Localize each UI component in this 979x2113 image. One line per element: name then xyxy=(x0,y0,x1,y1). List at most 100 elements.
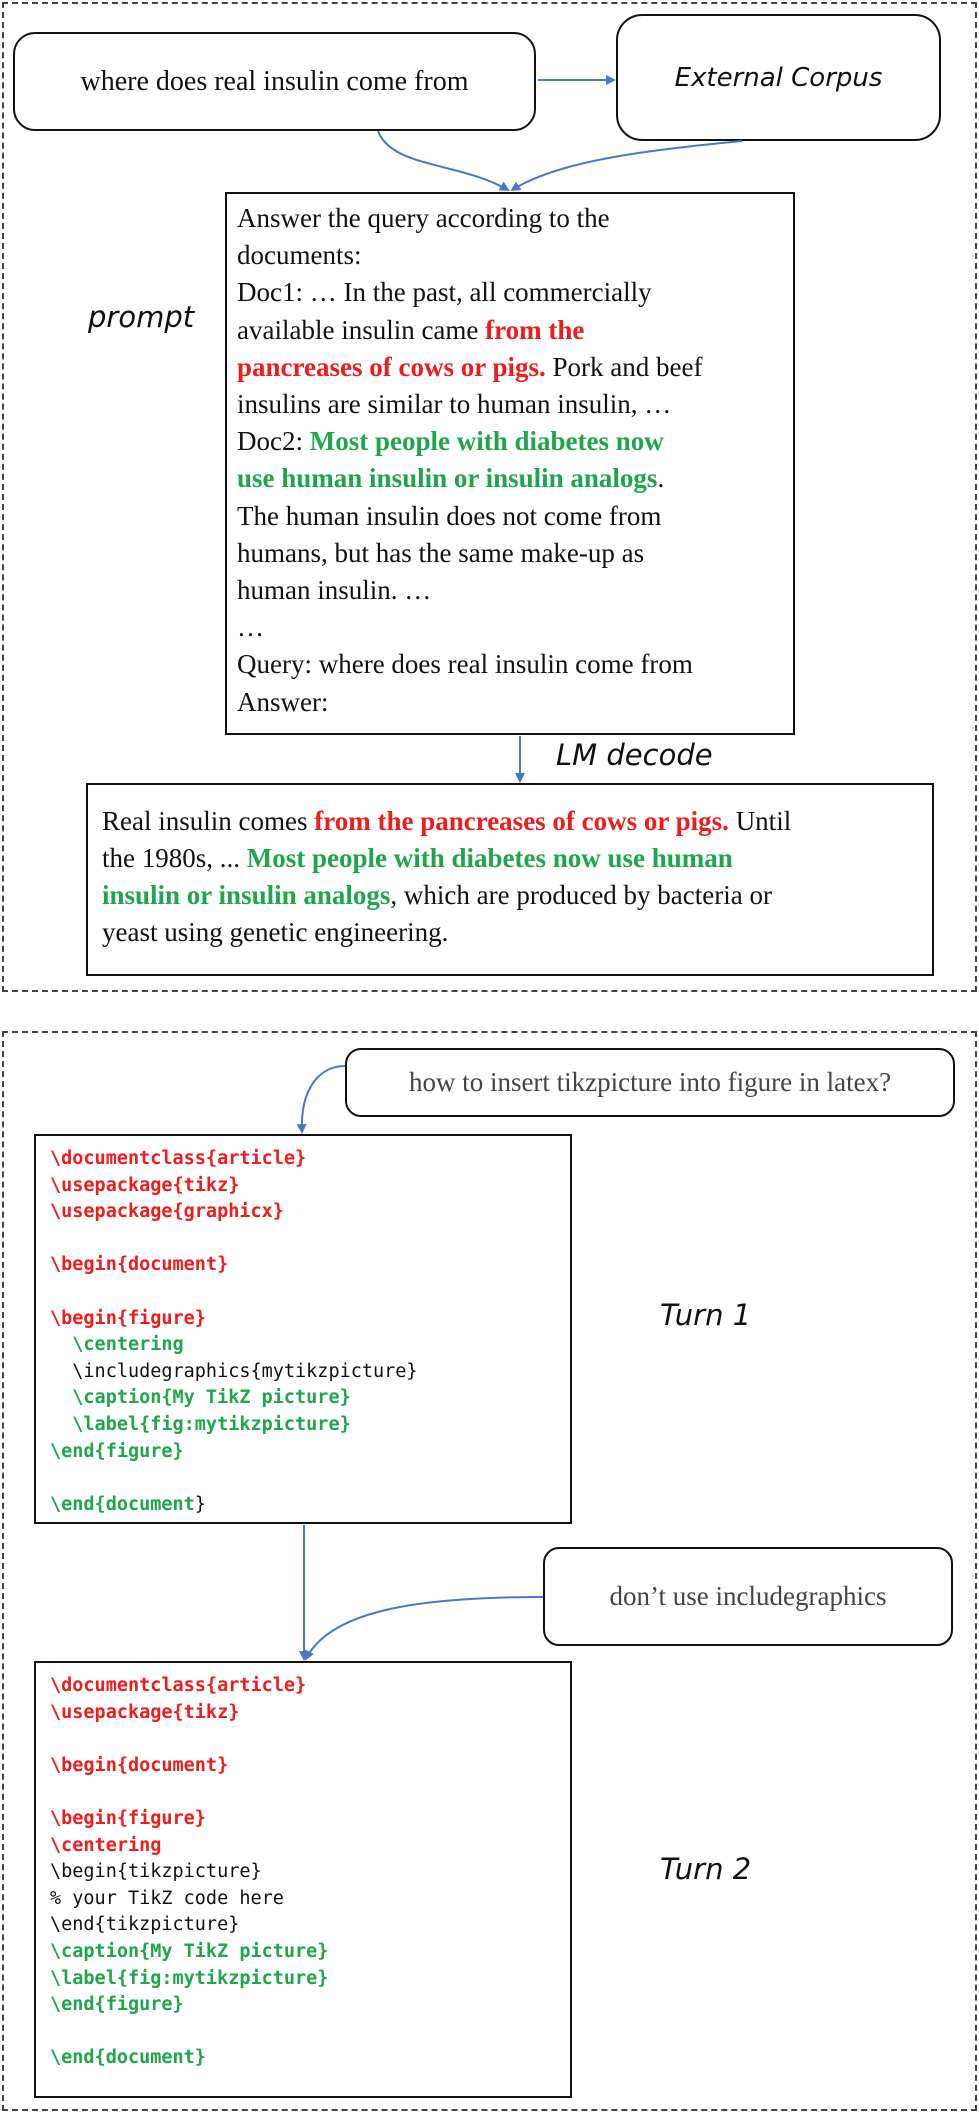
text-segment: \label{fig:mytikzpicture} xyxy=(50,1967,329,1989)
text-segment: \end{figure} xyxy=(50,1994,184,2016)
code-line: \usepackage{graphicx} xyxy=(50,1199,418,1226)
answer-line: the 1980s, ... Most people with diabetes… xyxy=(102,840,791,877)
code-line: \end{figure} xyxy=(50,1992,328,2019)
text-segment: the 1980s, ... xyxy=(102,843,247,873)
text-segment: } xyxy=(194,1493,206,1515)
text-segment: Pork and beef xyxy=(545,351,703,382)
code-line: \end{document} xyxy=(50,1492,418,1519)
text-segment: \documentclass{article} xyxy=(50,1675,307,1696)
arrow-query-to-prompt xyxy=(377,130,510,192)
text-segment: yeast using genetic engineering. xyxy=(102,917,449,947)
turn2-label: Turn 2 xyxy=(660,1852,752,1886)
text-segment: insulin or insulin analogs xyxy=(102,880,391,910)
text-segment: use human insulin or insulin analogs xyxy=(237,463,658,494)
text-segment: . xyxy=(657,463,665,494)
turn1-label: Turn 1 xyxy=(660,1298,752,1332)
code-line: \end{tikzpicture} xyxy=(50,1912,328,1939)
text-segment: , which are produced by bacteria or xyxy=(390,880,772,910)
prompt-line: human insulin. … xyxy=(237,572,787,609)
code-line: \begin{figure} xyxy=(50,1806,328,1833)
text-segment: Answer: xyxy=(237,686,329,717)
code-box-turn2: \documentclass{article} \usepackage{tikz}… xyxy=(34,1661,572,2098)
code-line: \usepackage{tikz} xyxy=(50,1173,418,1200)
text-segment: Answer the query according to the xyxy=(237,203,610,233)
answer-line: Real insulin comes from the pancreases o… xyxy=(102,803,791,840)
text-segment: \centering xyxy=(50,1334,184,1356)
text-segment: \begin{document} xyxy=(50,1754,229,1776)
text-segment: pancreases of cows or pigs. xyxy=(237,351,546,382)
prompt-line: pancreases of cows or pigs. Pork and bee… xyxy=(237,349,787,386)
answer-line: insulin or insulin analogs, which are pr… xyxy=(102,877,791,914)
code-line: \caption{My TikZ picture} xyxy=(50,1385,418,1412)
prompt-line: use human insulin or insulin analogs. xyxy=(237,460,787,497)
code-turn2: \documentclass{article} \usepackage{tikz}… xyxy=(50,1673,328,2072)
code-line: \includegraphics{mytikzpicture} xyxy=(50,1359,417,1386)
question1-box: how to insert tikzpicture into figure in… xyxy=(345,1048,955,1117)
code-line: \label{fig:mytikzpicture} xyxy=(50,1412,418,1439)
text-segment: \end{document xyxy=(50,1493,195,1515)
text-segment: \label{fig:mytikzpicture} xyxy=(50,1413,351,1435)
code-line: \begin{figure} xyxy=(50,1306,418,1333)
text-segment: \begin{tikzpicture} xyxy=(50,1861,262,1883)
code-line: \centering xyxy=(50,1332,418,1359)
prompt-line: Doc1: … In the past, all commercially xyxy=(237,274,787,311)
answer-box: Real insulin comes from the pancreases o… xyxy=(86,783,934,976)
code-line: \begin{document} xyxy=(50,1753,328,1780)
code-line: \caption{My TikZ picture} xyxy=(50,1939,328,1966)
text-segment: from the xyxy=(485,314,585,345)
code-line: \begin{tikzpicture} xyxy=(50,1859,328,1886)
text-segment: \begin{figure} xyxy=(50,1307,206,1329)
answer-text: Real insulin comes from the pancreases o… xyxy=(102,803,791,951)
text-segment: \end{tikzpicture} xyxy=(50,1914,240,1936)
answer-line: yeast using genetic engineering. xyxy=(102,914,791,951)
text-segment: \usepackage{tikz} xyxy=(50,1701,240,1723)
text-segment: Most people with diabetes now xyxy=(309,426,664,457)
external-corpus-box: External Corpus xyxy=(616,14,941,141)
code-box-turn1: \documentclass{article} \usepackage{tikz}… xyxy=(34,1134,572,1524)
prompt-line: Answer the query according to the xyxy=(237,200,787,237)
text-segment: Most people with diabetes now use human xyxy=(246,843,733,873)
text-segment: \caption{My TikZ picture} xyxy=(50,1940,329,1962)
text-segment: Real insulin comes xyxy=(102,806,315,836)
text-segment: \begin{figure} xyxy=(50,1807,206,1829)
text-segment: humans, but has the same make-up as xyxy=(237,537,645,568)
text-segment: \begin{document} xyxy=(50,1254,229,1276)
text-segment: \caption{My TikZ picture} xyxy=(50,1387,351,1409)
prompt-line: Answer: xyxy=(237,684,787,721)
prompt-label: prompt xyxy=(88,300,195,334)
code-line: \end{figure} xyxy=(50,1439,418,1466)
code-line: \centering xyxy=(50,1833,328,1860)
prompt-line: The human insulin does not come from xyxy=(237,498,787,535)
text-segment: \usepackage{graphicx} xyxy=(50,1201,284,1223)
text-segment: human insulin. … xyxy=(237,575,432,606)
text-segment: Query: where does real insulin come from xyxy=(237,649,693,680)
prompt-line: Doc2: Most people with diabetes now xyxy=(237,423,787,460)
text-segment: The human insulin does not come from xyxy=(237,500,662,531)
prompt-box: Answer the query according to the documen… xyxy=(225,192,795,735)
code-line: \documentclass{article} xyxy=(50,1673,328,1700)
arrow-question1-to-code1 xyxy=(296,1065,346,1134)
query-box: where does real insulin come from xyxy=(13,32,536,131)
text-segment: \end{document} xyxy=(50,2047,206,2069)
text-segment: from the pancreases of cows or pigs. xyxy=(314,806,729,836)
text-segment: \end{figure} xyxy=(50,1440,184,1462)
question2-text: don’t use includegraphics xyxy=(609,1581,887,1611)
text-segment: available insulin came xyxy=(237,314,486,345)
text-segment: … xyxy=(237,612,264,643)
text-segment: % your TikZ code here xyxy=(50,1887,284,1909)
code-line: \usepackage{tikz} xyxy=(50,1700,328,1727)
query-text: where does real insulin come from xyxy=(80,65,469,97)
text-segment: insulins are similar to human insulin, … xyxy=(237,389,672,420)
chat-panel xyxy=(2,1031,977,2111)
text-segment: Doc1: … In the past, all commercially xyxy=(237,277,652,308)
text-segment: \centering xyxy=(50,1834,162,1856)
prompt-line: documents: xyxy=(237,237,787,274)
text-segment: Doc2: xyxy=(237,426,310,457)
text-segment: \documentclass{article} xyxy=(50,1148,307,1169)
code-line: \documentclass{article} xyxy=(50,1146,418,1173)
prompt-line: insulins are similar to human insulin, … xyxy=(237,386,787,423)
prompt-text: Answer the query according to the documen… xyxy=(237,200,787,721)
code-line: \begin{document} xyxy=(50,1252,418,1279)
prompt-line: … xyxy=(237,609,787,646)
